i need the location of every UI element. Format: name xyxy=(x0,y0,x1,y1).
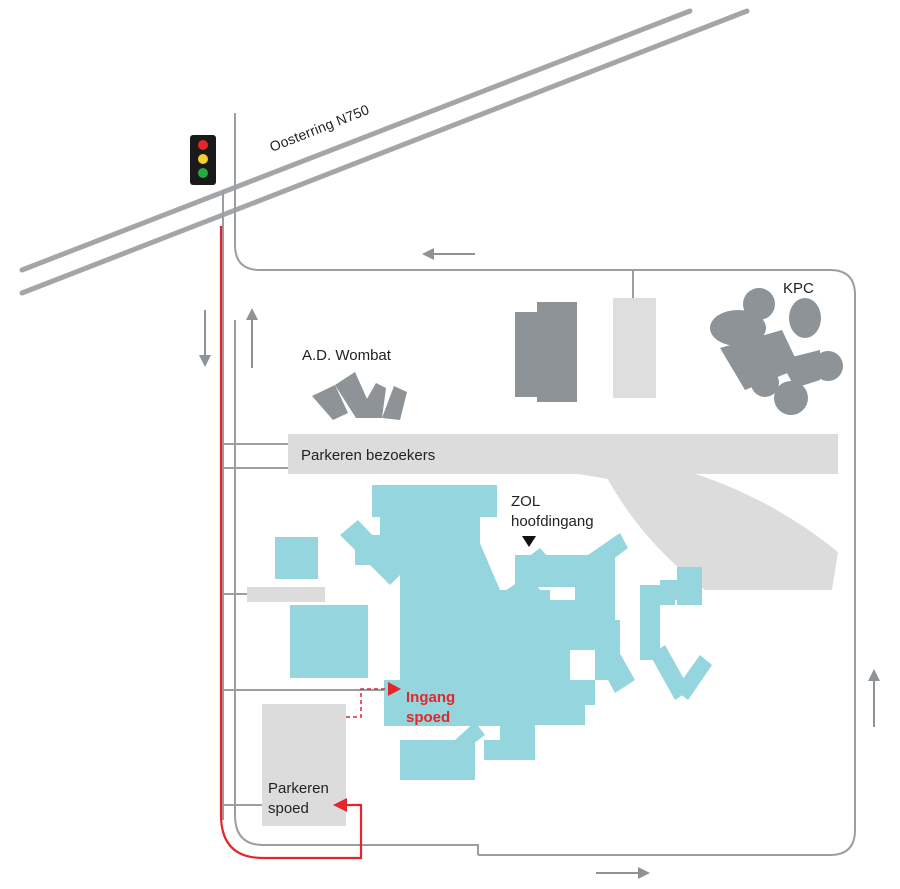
building-kpc xyxy=(710,288,843,415)
parking-emergency-label-2: spoed xyxy=(268,800,309,817)
building-wombat xyxy=(312,372,407,420)
ring-road-inner xyxy=(234,320,479,855)
wombat-label: A.D. Wombat xyxy=(302,347,392,364)
parking-emergency-label-1: Parkeren xyxy=(268,780,329,797)
parking-visitors-label: Parkeren bezoekers xyxy=(301,447,435,464)
kpc-label: KPC xyxy=(783,280,814,297)
hospital-annex-east xyxy=(640,567,712,700)
traffic-light-green xyxy=(198,168,208,178)
highway-oosterring xyxy=(19,8,750,296)
zol-label-1: ZOL xyxy=(511,493,540,510)
building-light-tower xyxy=(613,298,656,398)
emergency-dashed-link xyxy=(346,688,390,718)
parking-visitors-area xyxy=(288,434,838,590)
access-roads xyxy=(222,113,856,856)
ring-road-outer xyxy=(234,113,856,856)
zol-label-2: hoofdingang xyxy=(511,513,594,530)
emergency-route-arrowhead xyxy=(333,798,347,812)
hospital-block-sw xyxy=(290,605,368,678)
parking-small-lot xyxy=(247,587,325,602)
emergency-entrance-label-1: Ingang xyxy=(406,689,455,706)
hospital-zol-complex xyxy=(340,485,635,780)
road-name-label: Oosterring N750 xyxy=(267,101,371,155)
arrow-icon xyxy=(199,248,880,879)
emergency-entrance-arrowhead xyxy=(388,682,401,696)
building-mid-grey xyxy=(515,302,577,402)
traffic-light-yellow xyxy=(198,154,208,164)
highway-line-north xyxy=(19,8,693,273)
hospital-block-west xyxy=(275,537,318,579)
triangle-down-icon xyxy=(522,536,536,547)
highway-line-south xyxy=(19,8,750,296)
emergency-route-line xyxy=(219,226,363,860)
emergency-entrance-label-2: spoed xyxy=(406,709,450,726)
traffic-light-red xyxy=(198,140,208,150)
traffic-light-icon xyxy=(190,135,216,185)
emergency-route xyxy=(219,226,401,860)
parking-emergency-area xyxy=(262,704,346,826)
